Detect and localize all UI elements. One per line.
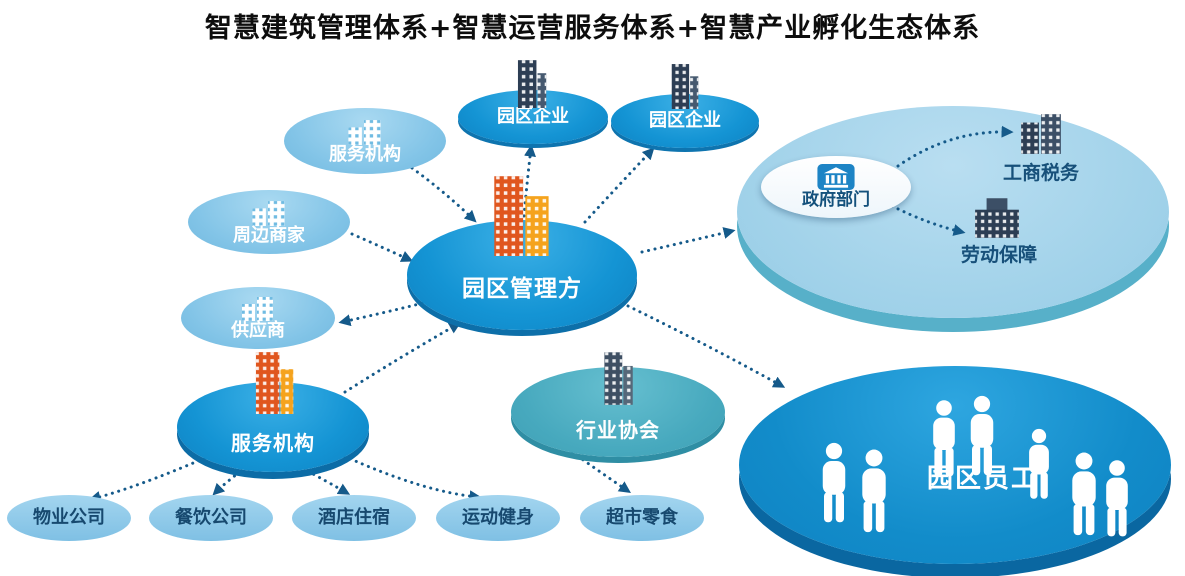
office-building-icon — [604, 352, 633, 405]
arrow-service-main-to-park — [343, 322, 462, 394]
arrow-service-main-to-catering — [212, 466, 247, 496]
office-building-icon — [671, 64, 699, 109]
node-supermarket-snacks: 超市零食 — [580, 495, 704, 541]
arrow-park-to-enterprise-2 — [583, 147, 655, 224]
node-label: 园区企业 — [497, 106, 569, 128]
node-label: 园区管理方 — [462, 275, 582, 302]
building-icon — [348, 119, 381, 145]
arrow-association-to-supermarket — [570, 450, 631, 494]
node-nearby-merchants: 周边商家 — [188, 190, 350, 254]
node-hotel-lodging: 酒店住宿 — [292, 495, 416, 541]
node-label: 超市零食 — [606, 507, 678, 529]
node-label: 园区企业 — [649, 110, 721, 132]
building-icon — [242, 297, 273, 322]
node-suppliers: 供应商 — [181, 287, 335, 349]
node-label: 酒店住宿 — [318, 507, 390, 529]
arrow-service-main-to-hotel — [300, 466, 351, 495]
node-commerce-tax-label: 工商税务 — [1002, 162, 1079, 184]
park-employees-ellipse — [739, 366, 1171, 564]
arrow-park-to-government-zone — [640, 227, 736, 254]
node-property-company: 物业公司 — [7, 495, 131, 541]
arrow-merchants-to-park — [350, 232, 414, 262]
orange-towers-icon — [494, 176, 549, 256]
office-building-icon — [975, 198, 1019, 238]
node-label: 运动健身 — [462, 507, 534, 529]
arrow-park-to-suppliers — [338, 298, 437, 327]
node-catering-company: 餐饮公司 — [149, 495, 273, 541]
node-park-management: 园区管理方 — [407, 220, 637, 330]
arrow-service-top-to-park — [410, 166, 477, 223]
page-title: 智慧建筑管理体系+智慧运营服务体系+智慧产业孵化生态体系 — [204, 13, 981, 44]
node-label: 行业协会 — [576, 418, 660, 442]
node-service-org-top: 服务机构 — [284, 108, 446, 174]
node-label: 餐饮公司 — [175, 507, 247, 529]
node-label: 物业公司 — [33, 507, 105, 529]
node-labor-security-label: 劳动保障 — [960, 244, 1037, 266]
office-building-icon — [517, 60, 547, 108]
node-label: 服务机构 — [329, 143, 401, 165]
node-label: 供应商 — [231, 320, 285, 342]
node-government-dept: 政府部门 — [761, 156, 911, 218]
bank-icon — [817, 164, 855, 191]
building-icon — [252, 200, 285, 226]
arrow-service-main-to-fitness — [342, 454, 482, 503]
node-label: 周边商家 — [233, 224, 305, 246]
node-label: 政府部门 — [802, 190, 870, 211]
orange-towers-icon — [255, 352, 294, 414]
node-sports-fitness: 运动健身 — [436, 495, 560, 541]
node-park-employees-label: 园区员工 — [926, 464, 1039, 494]
office-building-icon — [1021, 114, 1061, 154]
arrow-service-main-to-property — [88, 456, 207, 503]
node-label: 服务机构 — [231, 431, 315, 455]
